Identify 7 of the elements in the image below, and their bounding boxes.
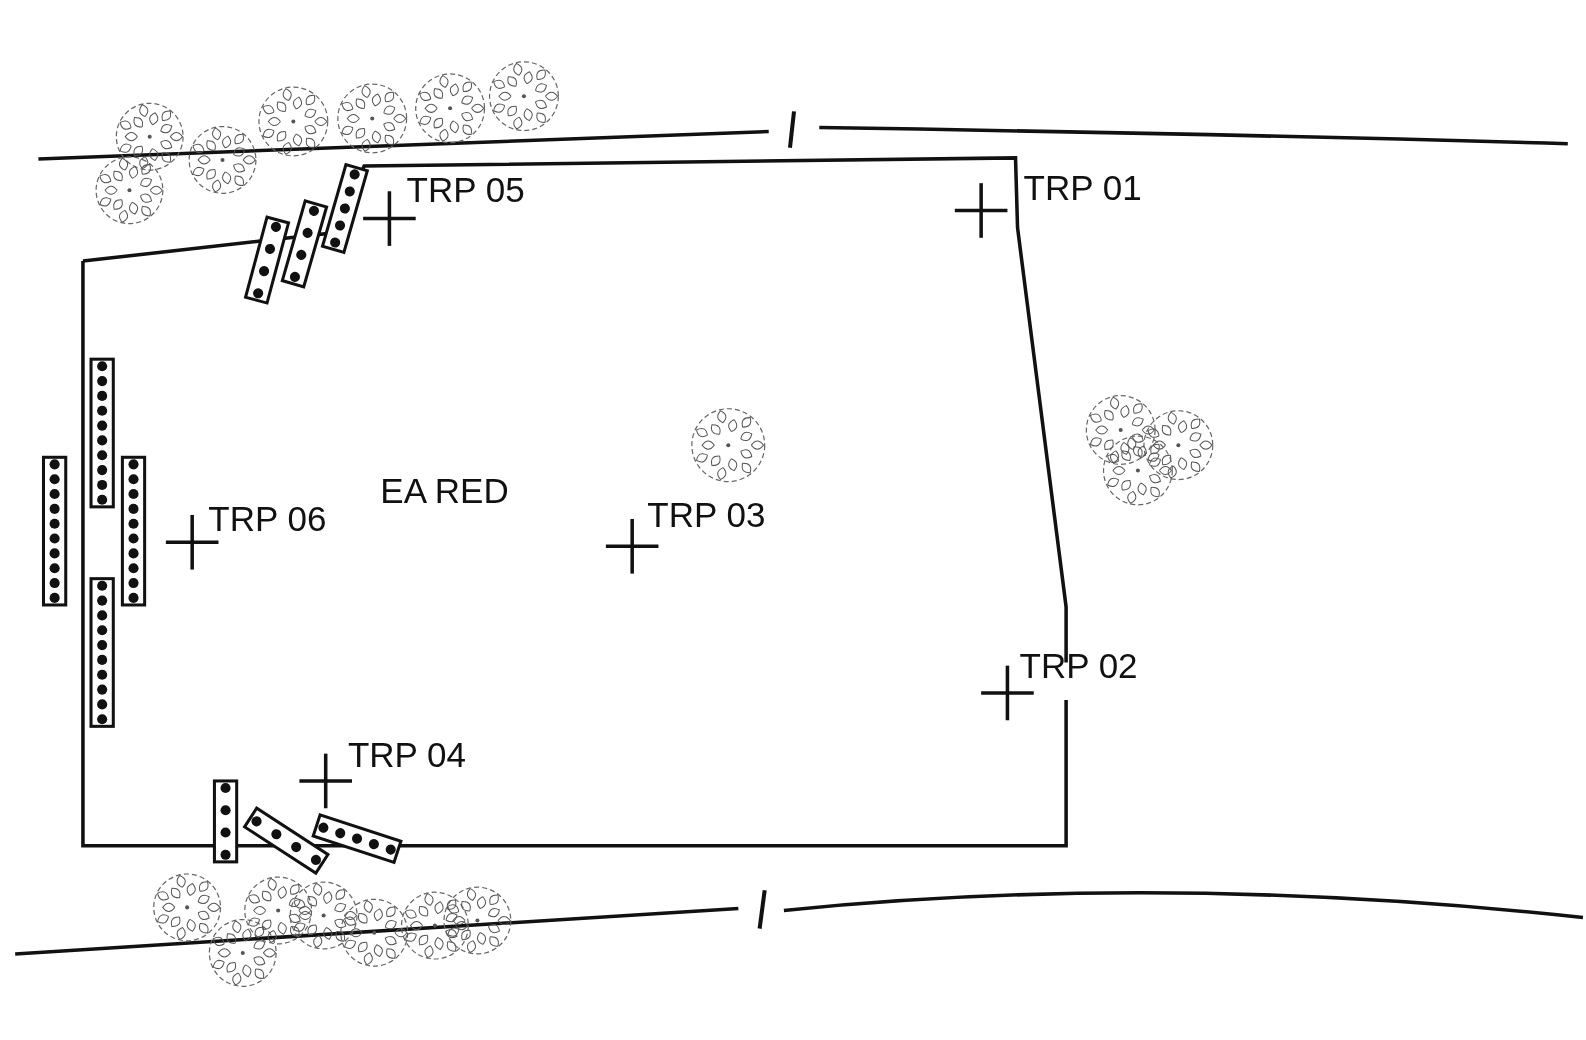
map-label: TRP 01 bbox=[1023, 169, 1142, 205]
map-label: TRP 06 bbox=[208, 500, 327, 536]
map-label: EA RED bbox=[380, 473, 509, 509]
map-label: TRP 02 bbox=[1019, 648, 1138, 684]
map-label: TRP 04 bbox=[347, 737, 466, 773]
map-label: TRP 03 bbox=[647, 496, 766, 532]
map-label: TRP 05 bbox=[406, 171, 525, 207]
